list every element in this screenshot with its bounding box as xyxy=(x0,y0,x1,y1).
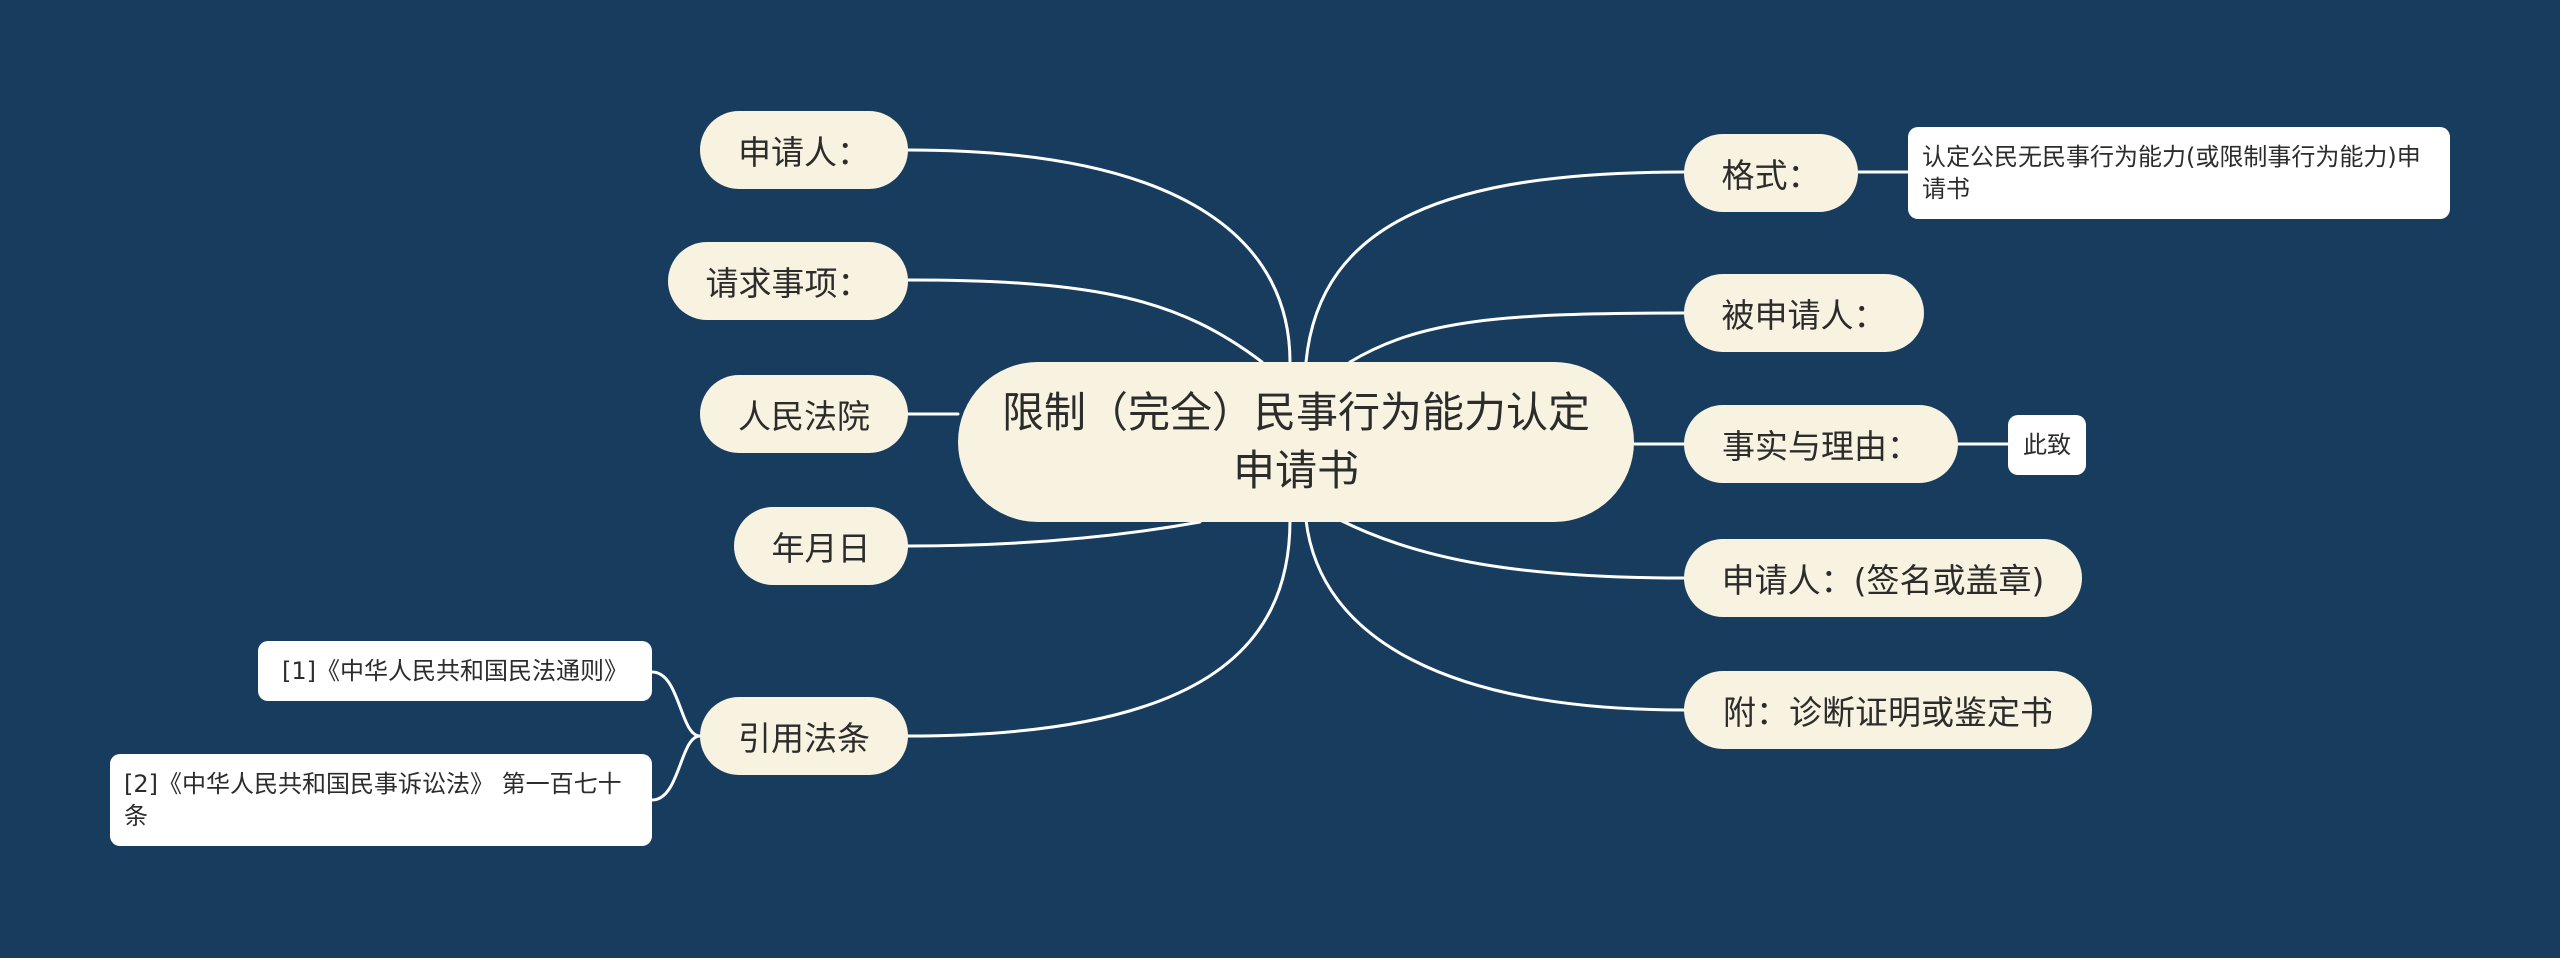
link-law-ref-1 xyxy=(650,670,702,738)
node-request-label: 请求事项： xyxy=(705,264,871,303)
node-applicant-label: 申请人： xyxy=(738,133,870,172)
node-cited-law[interactable]: 引用法条 xyxy=(700,697,908,775)
node-facts[interactable]: 事实与理由： xyxy=(1684,405,1958,483)
link-date xyxy=(906,520,1202,548)
note-facts[interactable]: 此致 xyxy=(2008,415,2086,475)
node-date[interactable]: 年月日 xyxy=(734,507,908,585)
link-respondent xyxy=(1348,311,1686,364)
node-facts-label: 事实与理由： xyxy=(1722,427,1920,466)
note-format-text: 认定公民无民事行为能力(或限制事行为能力)申请书 xyxy=(1922,143,2421,203)
note-law-ref-1-text: [1]《中华人民共和国民法通则》 xyxy=(282,657,628,685)
root-title: 限制（完全）民事行为能力认定申请书 xyxy=(1001,388,1590,495)
node-attachment[interactable]: 附：诊断证明或鉴定书 xyxy=(1684,671,2092,749)
root-node[interactable]: 限制（完全）民事行为能力认定申请书 xyxy=(958,362,1634,522)
node-signature[interactable]: 申请人：(签名或盖章) xyxy=(1684,539,2082,617)
note-format[interactable]: 认定公民无民事行为能力(或限制事行为能力)申请书 xyxy=(1908,127,2450,219)
link-signature xyxy=(1338,518,1686,580)
link-law-ref-2 xyxy=(650,734,702,802)
link-attachment xyxy=(1304,518,1686,712)
note-law-ref-2[interactable]: [2]《中华人民共和国民事诉讼法》 第一百七十条 xyxy=(110,754,652,846)
node-signature-label: 申请人：(签名或盖章) xyxy=(1721,561,2045,600)
link-applicant xyxy=(906,148,1292,364)
note-facts-text: 此致 xyxy=(2023,431,2071,459)
note-law-ref-1[interactable]: [1]《中华人民共和国民法通则》 xyxy=(258,641,652,701)
node-respondent-label: 被申请人： xyxy=(1721,296,1887,335)
node-format-label: 格式： xyxy=(1721,156,1821,195)
node-date-label: 年月日 xyxy=(771,529,871,568)
link-cited-law xyxy=(906,518,1292,738)
node-court-label: 人民法院 xyxy=(738,397,870,436)
node-attachment-label: 附：诊断证明或鉴定书 xyxy=(1723,693,2053,732)
node-court[interactable]: 人民法院 xyxy=(700,375,908,453)
node-respondent[interactable]: 被申请人： xyxy=(1684,274,1924,352)
node-format[interactable]: 格式： xyxy=(1684,134,1858,212)
link-request xyxy=(906,278,1264,364)
node-request[interactable]: 请求事项： xyxy=(668,242,908,320)
node-applicant[interactable]: 申请人： xyxy=(700,111,908,189)
link-format xyxy=(1304,170,1686,364)
note-law-ref-2-text: [2]《中华人民共和国民事诉讼法》 第一百七十条 xyxy=(124,770,622,830)
node-cited-law-label: 引用法条 xyxy=(738,719,870,758)
